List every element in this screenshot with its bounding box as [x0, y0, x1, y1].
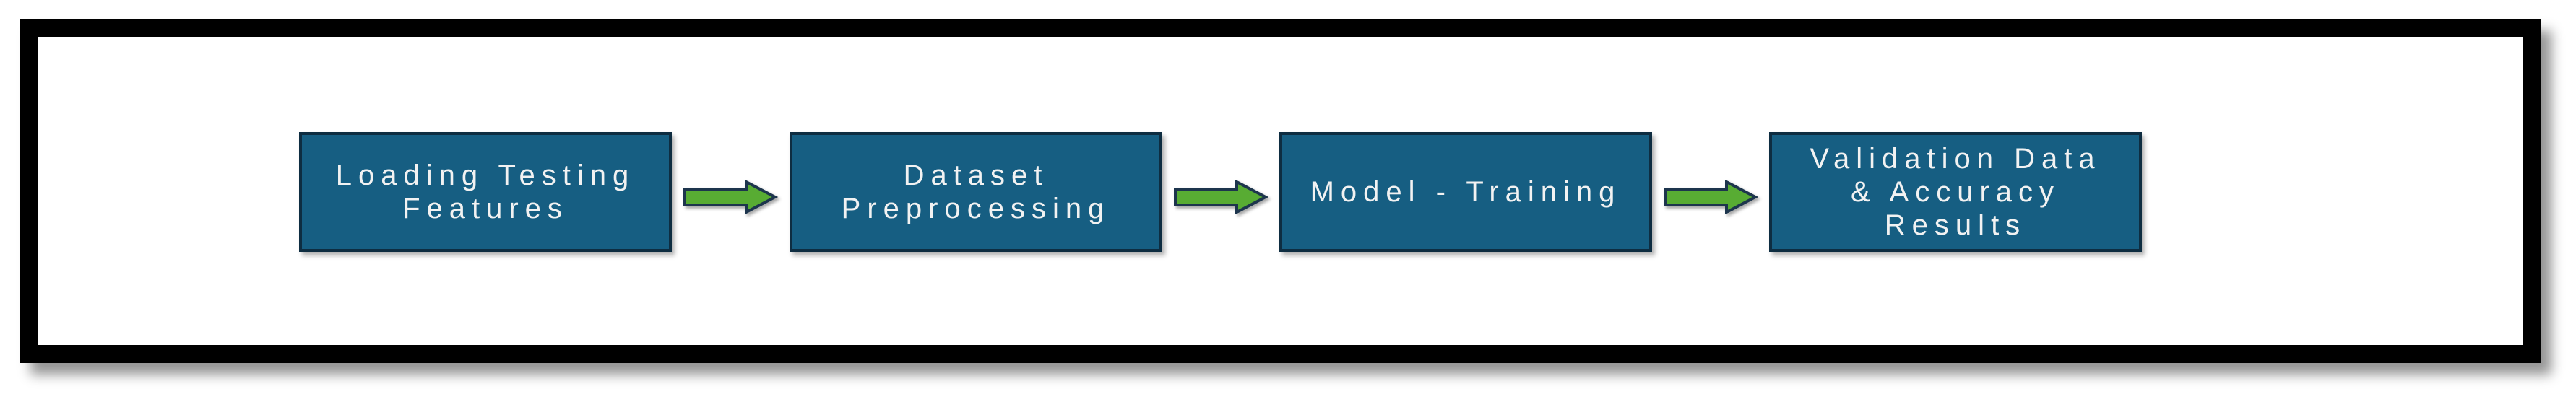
right-arrow-icon: [1174, 180, 1268, 214]
flow-node-validation-data-accuracy-results: Validation Data & Accuracy Results: [1769, 132, 2142, 252]
node-label: Model - Training: [1310, 176, 1622, 208]
right-arrow-icon: [1664, 180, 1758, 214]
node-label: Validation Data & Accuracy Results: [1810, 143, 2101, 241]
flow-node-loading-testing-features: Loading Testing Features: [299, 132, 672, 252]
node-label: Dataset Preprocessing: [841, 160, 1111, 224]
flow-node-dataset-preprocessing: Dataset Preprocessing: [790, 132, 1162, 252]
right-arrow-icon: [683, 180, 778, 214]
node-label: Loading Testing Features: [335, 160, 636, 224]
flow-node-model-training: Model - Training: [1279, 132, 1652, 252]
